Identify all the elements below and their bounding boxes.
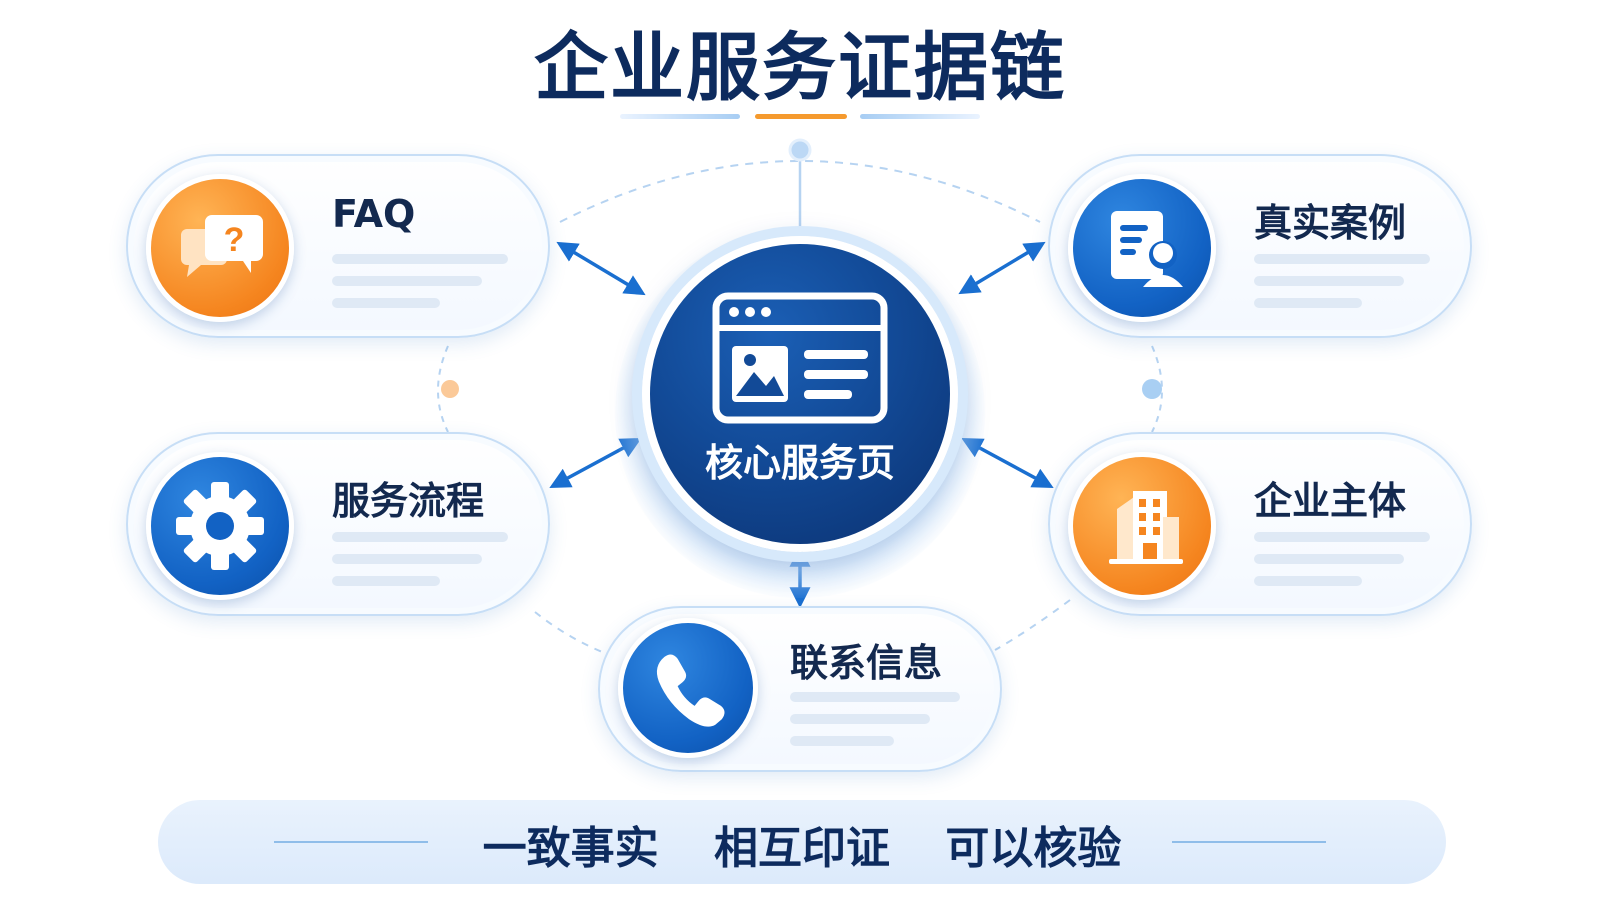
placeholder-line <box>332 276 482 286</box>
arrow-cases <box>958 241 1046 295</box>
node-card-contact: 联系信息 <box>598 606 1002 772</box>
banner-rule-left <box>274 841 428 843</box>
question-chat-icon: ? <box>146 174 294 322</box>
orbit-arc-bottom-right <box>994 599 1071 651</box>
placeholder-line <box>1254 532 1430 542</box>
orbit-arc-top <box>559 160 1041 223</box>
building-icon <box>1068 452 1216 600</box>
node-card-entity: 企业主体 <box>1048 432 1472 616</box>
banner-rule-right <box>1172 841 1326 843</box>
document-user-icon <box>1068 174 1216 322</box>
placeholder-line <box>332 576 440 586</box>
node-label-faq: FAQ <box>332 192 416 236</box>
placeholder-line <box>790 714 930 724</box>
placeholder-line <box>332 254 508 264</box>
orbit-arc-bottom-left <box>534 611 611 656</box>
center-label: 核心服务页 <box>704 441 895 485</box>
placeholder-line <box>332 532 508 542</box>
placeholder-line <box>332 554 482 564</box>
page-title: 企业服务证据链 <box>534 25 1066 111</box>
tagline-item: 一致事实 <box>482 823 659 874</box>
placeholder-line <box>790 736 894 746</box>
node-label-process: 服务流程 <box>332 479 485 523</box>
tagline-item: 可以核验 <box>945 823 1122 874</box>
node-label-entity: 企业主体 <box>1254 479 1407 523</box>
placeholder-line <box>1254 554 1404 564</box>
left-dot <box>441 380 459 398</box>
placeholder-line <box>1254 276 1404 286</box>
center-hub: 核心服务页 <box>642 236 958 552</box>
title-underline-center <box>755 114 847 119</box>
tagline-banner: 一致事实 相互印证 可以核验 <box>158 800 1446 884</box>
tagline-text: 一致事实 相互印证 可以核验 <box>458 812 1146 876</box>
top-dot <box>788 138 812 162</box>
placeholder-line <box>1254 576 1362 586</box>
placeholder-line <box>332 298 440 308</box>
placeholder-line <box>790 692 960 702</box>
node-label-cases: 真实案例 <box>1254 201 1407 245</box>
tagline-item: 相互印证 <box>714 823 890 874</box>
node-card-cases: 真实案例 <box>1048 154 1472 338</box>
placeholder-line <box>1254 254 1430 264</box>
title-underline-left <box>620 114 740 119</box>
svg-text:?: ? <box>224 221 245 259</box>
right-dot <box>1142 379 1162 399</box>
arrow-faq <box>556 241 646 296</box>
gear-icon <box>146 452 294 600</box>
node-label-contact: 联系信息 <box>790 641 943 685</box>
node-card-faq: ? FAQ <box>126 154 550 338</box>
placeholder-line <box>1254 298 1362 308</box>
phone-icon <box>618 618 758 758</box>
webpage-icon <box>712 292 888 424</box>
title-underline-right <box>860 114 980 119</box>
node-card-process: 服务流程 <box>126 432 550 616</box>
